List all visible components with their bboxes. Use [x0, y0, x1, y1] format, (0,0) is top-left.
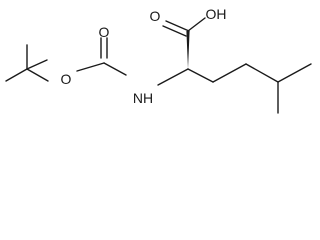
acid-hydroxyl-label: OH: [206, 6, 227, 22]
acid-carbonyl-oxygen-label: O: [150, 8, 161, 24]
bond-alpha-to-beta-carbon: [187, 68, 214, 83]
leucine-backbone: [157, 17, 312, 114]
bond-gamma-to-delta-carbon: [245, 63, 279, 83]
amine-nh-label: NH: [133, 90, 153, 106]
carbamate-carbonyl-oxygen-label: O: [99, 24, 110, 40]
bond-carboxyl-double-b: [162, 25, 187, 37]
bond-tbu-to-ester-oxygen: [26, 59, 48, 70]
bond-carboxyl-to-hydroxyl: [187, 17, 206, 32]
atom-labels: O O NH O OH: [61, 6, 227, 106]
bond-carbonyl-to-nitrogen: [103, 62, 127, 76]
carbamate-group: [76, 37, 127, 76]
bond-tbu-methyl-left: [5, 68, 28, 82]
bond-carboxyl-double-a: [165, 20, 190, 32]
wedge-bond-alpha-to-carboxyl: [186, 31, 190, 69]
bond-ester-oxygen-to-carbonyl: [76, 62, 105, 72]
ester-oxygen-label: O: [61, 71, 72, 87]
bond-nitrogen-to-alpha-carbon: [157, 68, 189, 86]
bond-delta-to-methyl-up: [277, 63, 312, 83]
tert-butyl-group: [5, 44, 49, 82]
boc-leucine-structure: O O NH O OH: [5, 6, 312, 114]
bond-beta-to-gamma-carbon: [212, 63, 247, 83]
bond-tbu-methyl-right: [26, 68, 49, 82]
